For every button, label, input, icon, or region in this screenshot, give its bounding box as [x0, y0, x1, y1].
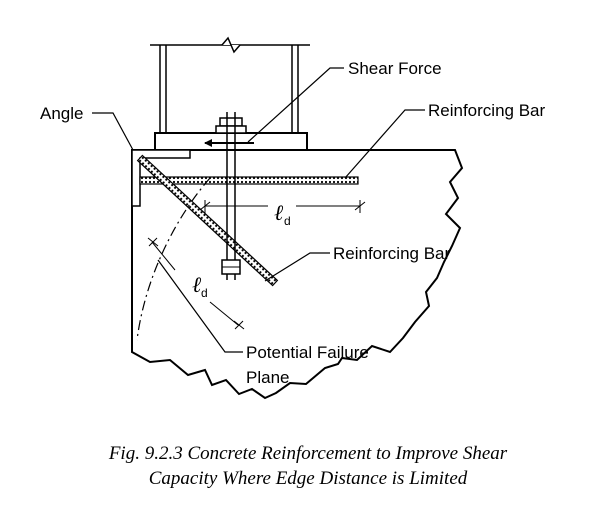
leader-lines [92, 67, 425, 353]
concrete-body [131, 149, 464, 400]
caption-line2: Capacity Where Edge Distance is Limited [149, 468, 468, 489]
caption-line1: Fig. 9.2.3 Concrete Reinforcement to Imp… [108, 443, 508, 464]
reinforcing-bar-diagonal-leader [264, 252, 330, 282]
reinforcing-bar-top-leader [344, 109, 425, 179]
base-plate [154, 132, 308, 151]
label-reinforcing-bar-diagonal: Reinforcing Bar [333, 244, 451, 263]
reinforcing-bar-diagonal [136, 154, 279, 287]
ld-dimension-diagonal [147, 237, 245, 330]
bolt-top-nut [219, 117, 243, 127]
bolt-washer [215, 125, 247, 134]
column [150, 36, 310, 133]
reinforcing-bar-horizontal [139, 176, 359, 185]
ld-subscript-horizontal: d [284, 214, 291, 228]
label-shear-force: Shear Force [348, 59, 442, 78]
anchor-bolt [215, 112, 247, 280]
failure-plane-line [136, 177, 211, 341]
label-potential-failure-line1: Potential Failure [246, 343, 369, 362]
ld-subscript-diagonal: d [201, 286, 208, 300]
break-symbol [221, 36, 241, 54]
angle-leader [92, 112, 134, 151]
ld-symbol-diagonal: ℓ [192, 272, 202, 297]
shear-force-leader [247, 67, 344, 143]
label-reinforcing-bar-top: Reinforcing Bar [428, 101, 546, 120]
label-angle: Angle [40, 104, 83, 123]
ld-dimension-horizontal [199, 200, 366, 213]
label-potential-failure-line2: Plane [246, 368, 289, 387]
failure-plane-leader [157, 259, 243, 353]
ld-symbol-horizontal: ℓ [274, 200, 284, 225]
